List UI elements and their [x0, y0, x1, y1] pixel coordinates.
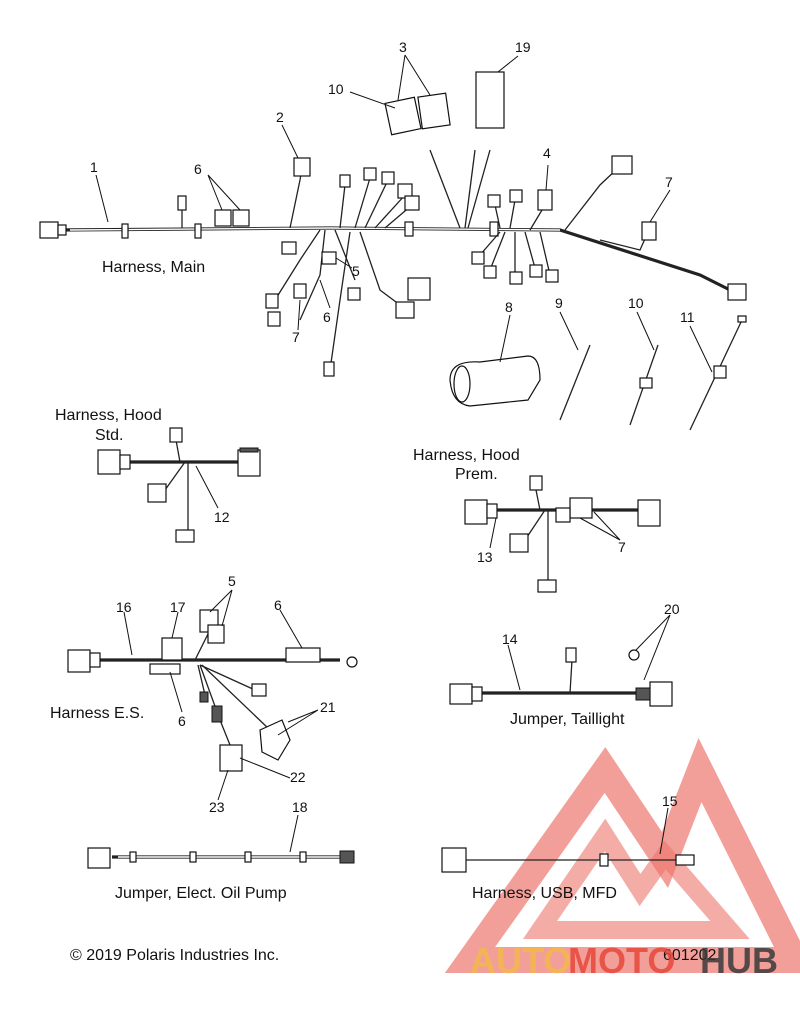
- loose-parts: [449, 315, 747, 431]
- hood-std-harness: [97, 427, 261, 543]
- usb-harness: [441, 847, 695, 873]
- callout-15: 15: [662, 793, 678, 809]
- callout-7a: 7: [292, 329, 300, 345]
- callout-6a: 6: [194, 161, 202, 177]
- automotohub-watermark-logo: [444, 737, 800, 973]
- callout-6c: 6: [274, 597, 282, 613]
- caption-harness-usb: Harness, USB, MFD: [472, 885, 617, 902]
- watermark-auto: AUTO: [470, 940, 571, 981]
- callout-16: 16: [116, 599, 132, 615]
- caption-hood-prem-line1: Harness, Hood: [413, 447, 520, 464]
- figure-number: 601202: [663, 947, 716, 964]
- callout-20: 20: [664, 601, 680, 617]
- callout-4: 4: [543, 145, 551, 161]
- caption-harness-main: Harness, Main: [102, 259, 205, 276]
- watermark-wordmark: AUTO MOTO HUB: [470, 940, 778, 981]
- callout-1: 1: [90, 159, 98, 175]
- taillight-jumper: [449, 647, 673, 707]
- caption-harness-es: Harness E.S.: [50, 705, 144, 722]
- callout-23: 23: [209, 799, 225, 815]
- callout-numbers: 1 2 3 4 5 5 6 6 6 6 7 7 7 8 9 10 10 11 1…: [90, 39, 695, 815]
- callout-7b: 7: [665, 174, 673, 190]
- caption-jumper-taillight: Jumper, Taillight: [510, 711, 625, 728]
- callout-7c: 7: [618, 539, 626, 555]
- callout-3: 3: [399, 39, 407, 55]
- callout-18: 18: [292, 799, 308, 815]
- callout-12: 12: [214, 509, 230, 525]
- leader-lines: [95, 54, 713, 855]
- oil-pump-jumper: [87, 847, 355, 869]
- harness-captions: Harness, Main Harness, Hood Std. Harness…: [50, 259, 625, 902]
- callout-13: 13: [477, 549, 493, 565]
- watermark-moto: MOTO: [568, 940, 675, 981]
- callout-2: 2: [276, 109, 284, 125]
- caption-hood-std-line1: Harness, Hood: [55, 407, 162, 424]
- caption-hood-prem-line2: Prem.: [455, 466, 498, 483]
- copyright-notice: © 2019 Polaris Industries Inc.: [70, 947, 279, 964]
- caption-hood-std-line2: Std.: [95, 427, 123, 444]
- callout-19: 19: [515, 39, 531, 55]
- watermark-hub: HUB: [700, 940, 778, 981]
- callout-17: 17: [170, 599, 186, 615]
- callout-22: 22: [290, 769, 306, 785]
- callout-6d: 6: [178, 713, 186, 729]
- caption-jumper-oil-pump: Jumper, Elect. Oil Pump: [115, 885, 287, 902]
- es-harness: [67, 609, 358, 772]
- callout-10a: 10: [328, 81, 344, 97]
- callout-11: 11: [680, 309, 695, 325]
- hood-prem-harness: [464, 475, 661, 593]
- callout-5a: 5: [352, 263, 360, 279]
- callout-6b: 6: [323, 309, 331, 325]
- callout-5b: 5: [228, 573, 236, 589]
- callout-14: 14: [502, 631, 518, 647]
- callout-21: 21: [320, 699, 336, 715]
- callout-8: 8: [505, 299, 513, 315]
- callout-9: 9: [555, 295, 563, 311]
- callout-10b: 10: [628, 295, 644, 311]
- main-harness: [39, 71, 747, 377]
